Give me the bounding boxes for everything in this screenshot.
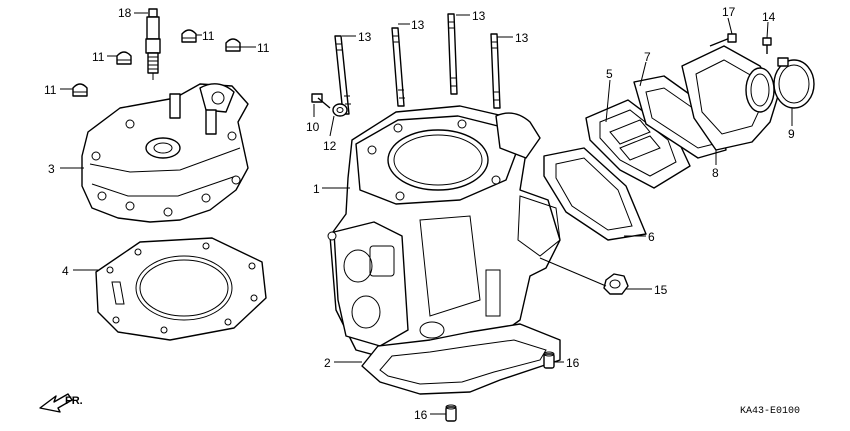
callout-7: 7 <box>644 50 651 64</box>
spark-plug <box>145 8 161 80</box>
callout-15: 15 <box>654 283 668 297</box>
callout-17: 17 <box>722 5 736 19</box>
reed-gasket <box>543 147 647 241</box>
base-gasket <box>361 323 561 395</box>
head-gasket <box>95 237 267 341</box>
diagram-code: KA43-E0100 <box>740 406 800 417</box>
callout-4: 4 <box>62 264 69 278</box>
screw-17 <box>709 33 737 47</box>
stud-4 <box>490 33 501 109</box>
intake-manifold <box>681 45 779 151</box>
washer-12 <box>332 103 348 117</box>
bolt-10 <box>311 93 331 109</box>
cap-nut-3 <box>116 51 132 65</box>
reed-valve <box>585 99 691 189</box>
callout-9: 9 <box>788 127 795 141</box>
callout-5: 5 <box>606 67 613 81</box>
cap-nut-2 <box>225 38 241 52</box>
callout-11-b: 11 <box>257 41 270 55</box>
dowel-pin-1 <box>543 351 555 369</box>
callout-11-c: 11 <box>92 50 105 64</box>
cylinder-head <box>81 83 249 223</box>
callout-10: 10 <box>306 120 320 134</box>
stud-3 <box>447 13 458 95</box>
callout-16-a: 16 <box>566 356 580 370</box>
callout-1: 1 <box>313 182 320 196</box>
cylinder <box>327 105 561 363</box>
callout-14: 14 <box>762 10 776 24</box>
callout-16-b: 16 <box>414 408 428 422</box>
stud-2 <box>391 27 405 107</box>
callout-11-d: 11 <box>44 83 57 97</box>
hose-clamp <box>773 57 815 109</box>
flange-nut-15 <box>603 273 629 295</box>
callout-2: 2 <box>324 356 331 370</box>
leader-nut-15 <box>539 257 607 287</box>
stud-1 <box>334 35 351 115</box>
cap-nut-1 <box>181 29 197 43</box>
callout-3: 3 <box>48 162 55 176</box>
front-direction-arrow <box>39 393 73 413</box>
cap-nut-4 <box>72 83 88 97</box>
callout-18: 18 <box>118 6 132 20</box>
callout-13-d: 13 <box>515 31 529 45</box>
screw-14 <box>762 37 772 54</box>
callout-13-a: 13 <box>358 30 372 44</box>
callout-8: 8 <box>712 166 719 180</box>
callout-11-a: 11 <box>202 29 215 43</box>
leader-lines <box>60 12 793 415</box>
front-direction-label: FR. <box>65 395 83 407</box>
callout-12: 12 <box>323 139 337 153</box>
callout-13-c: 13 <box>472 9 486 23</box>
callout-6: 6 <box>648 230 655 244</box>
callout-13-b: 13 <box>411 18 425 32</box>
dowel-pin-2 <box>445 404 457 422</box>
